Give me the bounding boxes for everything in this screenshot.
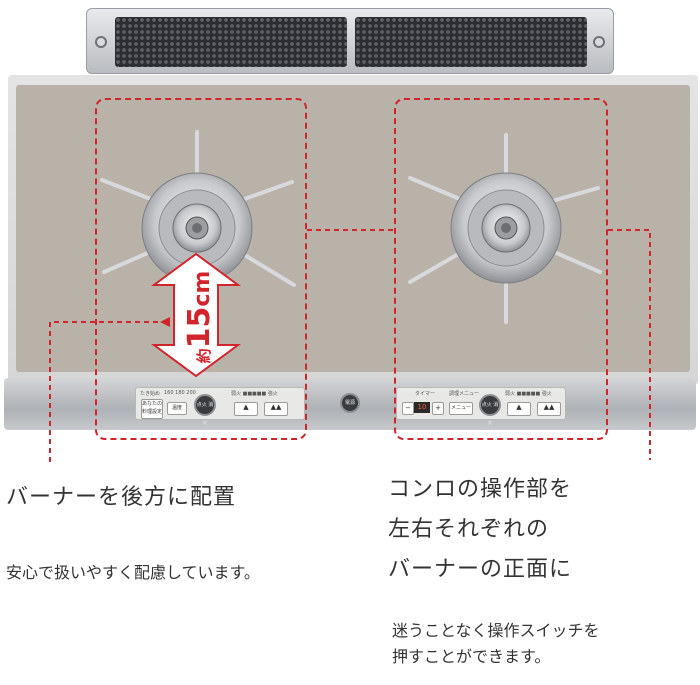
vent-screw bbox=[593, 36, 605, 48]
exhaust-vent bbox=[86, 8, 614, 74]
heat-down-button[interactable]: ▲ bbox=[234, 402, 258, 416]
right-highlight-box bbox=[394, 98, 608, 440]
temp-labels: 160 180 200 bbox=[164, 390, 196, 396]
left-heading: バーナーを後方に配置 bbox=[6, 485, 237, 510]
heat-up-button[interactable]: ▲▲ bbox=[537, 402, 561, 416]
heat-down-button[interactable]: ▲ bbox=[507, 402, 531, 416]
distance-arrow bbox=[150, 252, 242, 378]
callout-lines bbox=[49, 229, 651, 465]
timer-plus-button[interactable]: + bbox=[432, 402, 444, 415]
right-ignition-knob[interactable]: 点火 消火 bbox=[479, 394, 501, 426]
vent-mesh-right bbox=[355, 17, 587, 67]
temperature-button[interactable]: 温度 bbox=[167, 402, 187, 415]
heat-up-button[interactable]: ▲▲ bbox=[264, 402, 288, 416]
timer-minus-button[interactable]: − bbox=[402, 402, 414, 415]
right-heading-line-2: 左右それぞれの bbox=[388, 517, 550, 542]
right-control-panel: タイマー 調理メニュー − 10 + メニュー 点火 消火 弱火 ■■■■■ 強… bbox=[396, 387, 566, 426]
heat-scale: 弱火 ■■■■■ 強火 bbox=[505, 391, 552, 397]
panel-hint: たき始め bbox=[140, 391, 161, 397]
left-highlight-box bbox=[95, 98, 307, 440]
custom-setting-button[interactable]: あなたの 料理設定 bbox=[141, 399, 163, 419]
vent-mesh-left bbox=[115, 17, 347, 67]
left-body: 安心で扱いやすく配慮しています。 bbox=[6, 563, 260, 582]
cooktop-glass bbox=[16, 85, 690, 372]
left-burner bbox=[100, 130, 296, 287]
menu-label: 調理メニュー bbox=[449, 391, 480, 397]
right-body-line-2: 押すことができます。 bbox=[392, 647, 551, 666]
right-burner bbox=[408, 133, 602, 324]
left-control-panel: たき始め 160 180 200 あなたの 料理設定 温度 点火 消火 弱火 ■… bbox=[135, 387, 305, 426]
left-ignition-knob[interactable]: 点火 消火 bbox=[194, 394, 216, 426]
timer-label: タイマー bbox=[415, 391, 436, 397]
arrow-head bbox=[160, 317, 170, 327]
power-knob[interactable]: 電源 bbox=[340, 393, 360, 413]
vent-screw bbox=[95, 36, 107, 48]
right-body-line-1: 迷うことなく操作スイッチを bbox=[392, 621, 600, 640]
right-heading-line-1: コンロの操作部を bbox=[388, 477, 573, 502]
menu-button[interactable]: メニュー bbox=[449, 402, 473, 415]
right-heading-line-3: バーナーの正面に bbox=[388, 557, 573, 582]
timer-display: 10 bbox=[414, 402, 430, 413]
heat-scale: 弱火 ■■■■■ 強火 bbox=[231, 391, 278, 397]
